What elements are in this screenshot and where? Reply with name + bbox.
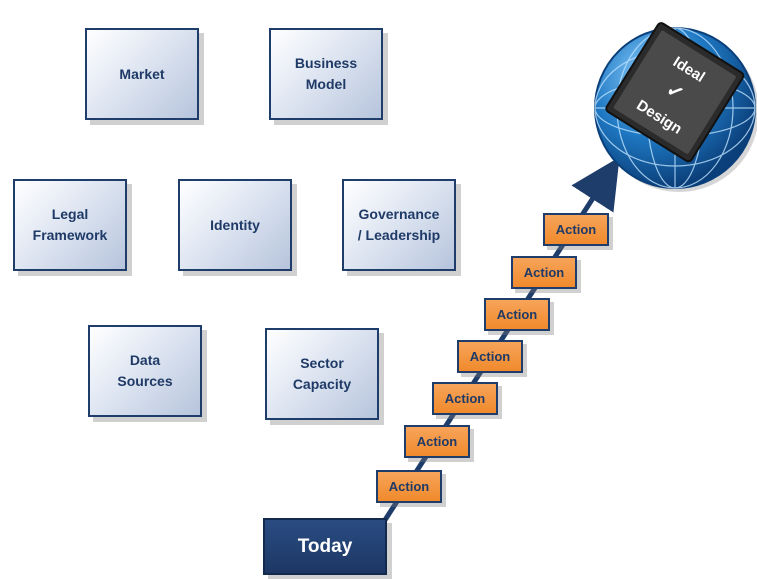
action-step-1: Action (376, 470, 442, 503)
today-box: Today (263, 518, 387, 575)
box-legal-framework: Legal Framework (13, 179, 127, 271)
box-sector-capacity: Sector Capacity (265, 328, 379, 420)
action-step-7: Action (543, 213, 609, 246)
box-market: Market (85, 28, 199, 120)
action-step-4: Action (457, 340, 523, 373)
action-step-2: Action (404, 425, 470, 458)
box-identity: Identity (178, 179, 292, 271)
box-governance-leadership: Governance / Leadership (342, 179, 456, 271)
action-step-6: Action (511, 256, 577, 289)
ideal-design-book: Ideal ✓ Design (605, 22, 745, 163)
action-step-5: Action (484, 298, 550, 331)
action-step-3: Action (432, 382, 498, 415)
box-business-model: Business Model (269, 28, 383, 120)
box-data-sources: Data Sources (88, 325, 202, 417)
